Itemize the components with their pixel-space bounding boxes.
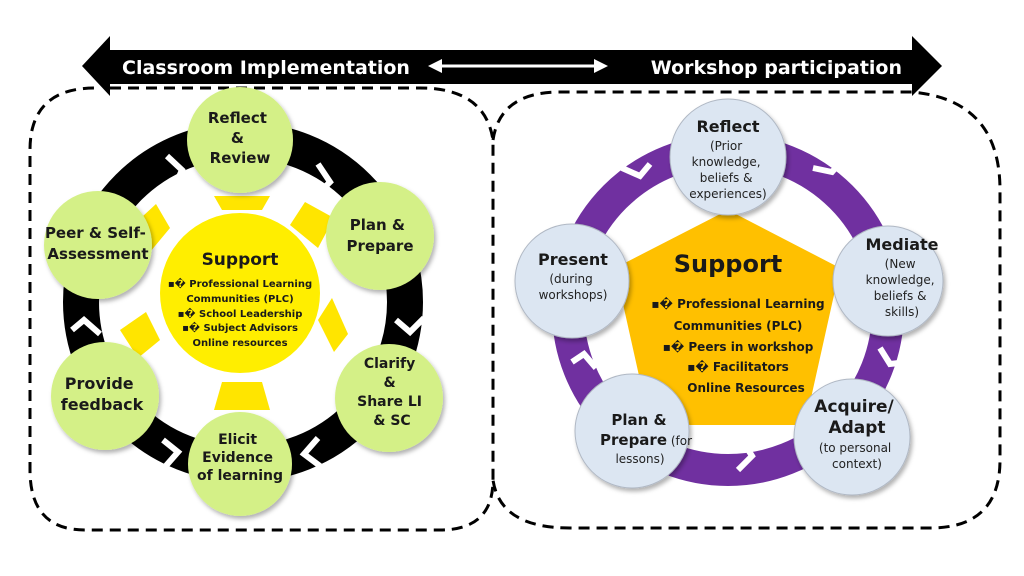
support-item: Online Resources — [687, 381, 804, 395]
svg-text:(Prior knowledge,: (Prior knowledge, beliefs & experiences) — [689, 139, 766, 201]
svg-text:Clarify & Shar: Clarify & Share LI & SC — [357, 356, 427, 429]
svg-text:(New knowledge,: (New knowledge, beliefs & skills) — [866, 257, 939, 319]
support-item: ▪� School Leadership — [178, 307, 303, 320]
classroom-frame — [28, 86, 495, 532]
svg-text:Reflect: Reflect — [696, 117, 759, 136]
svg-text:Provide feedback: Provide feedback — [61, 374, 144, 414]
node-plan-prepare-lessons: Plan & Prepare (for lessons) — [574, 373, 692, 489]
svg-text:Acquire/ Adapt: Acquire/ Adapt — [814, 397, 899, 438]
node-peer-self-assessment: Peer & Self- Assessment — [44, 191, 152, 299]
node-plan-prepare: Plan & Prepare — [326, 182, 434, 290]
node-present: Present (during workshops) — [514, 223, 630, 339]
svg-text:(to personal context): (to personal context) — [819, 441, 895, 471]
node-acquire-adapt: Acquire/ Adapt (to personal context) — [793, 378, 911, 496]
node-reflect: Reflect (Prior knowledge, beliefs & expe… — [669, 98, 787, 216]
classroom-support-title: Support — [202, 250, 279, 270]
support-item: ▪� Professional Learning — [651, 296, 824, 311]
classroom-support-list: ▪� Professional Learning Communities (PL… — [168, 277, 312, 349]
workshop-support-title: Support — [674, 250, 783, 278]
banner-left-label: Classroom Implementation — [122, 57, 410, 79]
ring-chevrons — [570, 154, 909, 473]
workshop-frame — [491, 90, 1002, 530]
support-item: ▪� Facilitators — [687, 359, 789, 374]
svg-text:(during workshops): (during workshops) — [539, 272, 608, 302]
support-item: Communities (PLC) — [674, 319, 803, 333]
svg-text:Reflect & Revi: Reflect & Review — [208, 109, 272, 167]
ring-chevrons — [70, 153, 427, 470]
svg-text:Prepare (for: Prepare (for — [600, 431, 692, 449]
svg-text:Plan &: Plan & — [611, 411, 666, 429]
svg-text:Present: Present — [538, 250, 608, 269]
banner: Classroom Implementation Workshop partic… — [82, 36, 942, 96]
svg-text:Peer & Self- Assessmen: Peer & Self- Assessment — [45, 224, 151, 263]
node-mediate: Mediate (New knowledge, beliefs & skills… — [832, 225, 944, 337]
classroom-support-circle — [160, 213, 320, 373]
node-reflect-review: Reflect & Review — [187, 87, 293, 193]
support-item: ▪� Subject Advisors — [182, 321, 298, 334]
svg-text:lessons): lessons) — [615, 452, 664, 466]
node-clarify-share: Clarify & Share LI & SC — [335, 344, 443, 452]
node-provide-feedback: Provide feedback — [51, 342, 159, 450]
node-elicit-evidence: Elicit Evidence of learning — [188, 412, 292, 516]
support-item: ▪� Professional Learning — [168, 277, 312, 290]
bidirectional-arrow-icon — [428, 59, 608, 73]
banner-right-label: Workshop participation — [651, 57, 902, 79]
workshop-cycle: Support ▪� Professional Learning Communi… — [514, 98, 944, 496]
classroom-cycle: Support ▪� Professional Learning Communi… — [44, 87, 443, 516]
support-item: Online resources — [192, 338, 287, 349]
workshop-support-pentagon — [615, 210, 840, 425]
svg-text:Mediate: Mediate — [865, 235, 938, 254]
support-item: Communities (PLC) — [186, 294, 293, 305]
support-item: ▪� Peers in workshop — [663, 339, 814, 354]
svg-text:Elicit Evidence: Elicit Evidence of learning — [197, 432, 283, 484]
svg-text:Plan & Prepare: Plan & Prepare — [347, 216, 414, 255]
workshop-support-list: ▪� Professional Learning Communities (PL… — [651, 296, 824, 395]
